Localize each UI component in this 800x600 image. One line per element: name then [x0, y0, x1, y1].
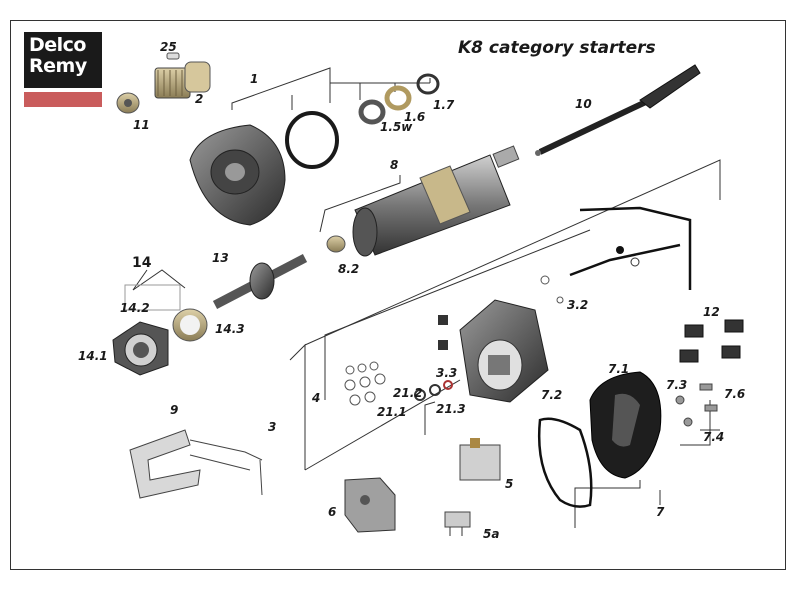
- callout-6: 6: [328, 505, 337, 519]
- callout-7: 7: [656, 505, 665, 519]
- washer-part: [358, 99, 386, 125]
- terminal-part: [444, 511, 471, 536]
- gasket-part: [124, 284, 181, 311]
- delco-remy-logo: Delco Remy: [24, 32, 102, 88]
- brush-set-part: [679, 319, 744, 363]
- callout-13: 13: [212, 251, 229, 265]
- callout-14-3: 14.3: [215, 322, 245, 336]
- callout-10: 10: [575, 97, 592, 111]
- diagram-title: K8 category starters: [458, 38, 656, 58]
- callout-7-3: 7.3: [666, 378, 688, 392]
- callout-21-2: 21.2: [393, 386, 423, 400]
- callout-1-5w: 1.5w: [380, 120, 413, 134]
- callout-1: 1: [250, 72, 259, 86]
- callout-7-1: 7.1: [608, 362, 630, 376]
- drive-housing-part: [189, 124, 286, 226]
- gear-housing-part: [112, 321, 169, 376]
- callout-25: 25: [160, 40, 177, 54]
- callout-12: 12: [703, 305, 720, 319]
- rectifier-part: [344, 477, 396, 533]
- callout-8-2: 8.2: [338, 262, 360, 276]
- end-frame-part: [459, 299, 549, 403]
- cable-part: [569, 206, 692, 290]
- callout-11: 11: [133, 118, 150, 132]
- intermediate-shaft-part: [212, 254, 308, 309]
- callout-21-3: 21.3: [436, 402, 466, 416]
- shaft-part: [535, 64, 701, 156]
- brush-part: [438, 315, 448, 325]
- key-part: [166, 52, 180, 60]
- wiring-harness-part: [129, 429, 263, 499]
- callout-14: 14: [132, 255, 152, 271]
- callout-8: 8: [390, 158, 399, 172]
- callout-7-4: 7.4: [703, 430, 725, 444]
- screw-parts: [675, 383, 718, 427]
- callout-1-6: 1.6: [404, 110, 426, 124]
- callout-9: 9: [170, 403, 179, 417]
- callout-3-3: 3.3: [436, 366, 458, 380]
- callout-1-7: 1.7: [433, 98, 455, 112]
- callout-5a: 5a: [483, 527, 500, 541]
- callout-7-2: 7.2: [541, 388, 563, 402]
- small-parts-group: [344, 275, 564, 406]
- callout-5: 5: [505, 477, 514, 491]
- callout-14-1: 14.1: [78, 349, 108, 363]
- solenoid-cover-part: [589, 371, 662, 479]
- bushing-part: [384, 85, 412, 111]
- callout-21-1: 21.1: [377, 405, 407, 419]
- brush-part-2: [438, 340, 448, 350]
- logo-line-1: Delco: [29, 34, 87, 56]
- armature-part: [352, 145, 520, 257]
- callout-2: 2: [195, 92, 204, 106]
- callout-3-2: 3.2: [567, 298, 589, 312]
- logo-color-bar: [24, 92, 102, 107]
- logo-line-2: Remy: [29, 55, 87, 77]
- callout-14-2: 14.2: [120, 301, 150, 315]
- pinion-gear-part: [154, 61, 211, 99]
- callout-3: 3: [268, 420, 277, 434]
- callout-7-6: 7.6: [724, 387, 746, 401]
- cover-gasket-part: [537, 417, 593, 508]
- o-ring-part: [285, 111, 339, 169]
- callout-4: 4: [312, 391, 321, 405]
- relay-part: [459, 438, 501, 481]
- bearing-part: [326, 235, 346, 253]
- seal-ring-part: [416, 73, 440, 95]
